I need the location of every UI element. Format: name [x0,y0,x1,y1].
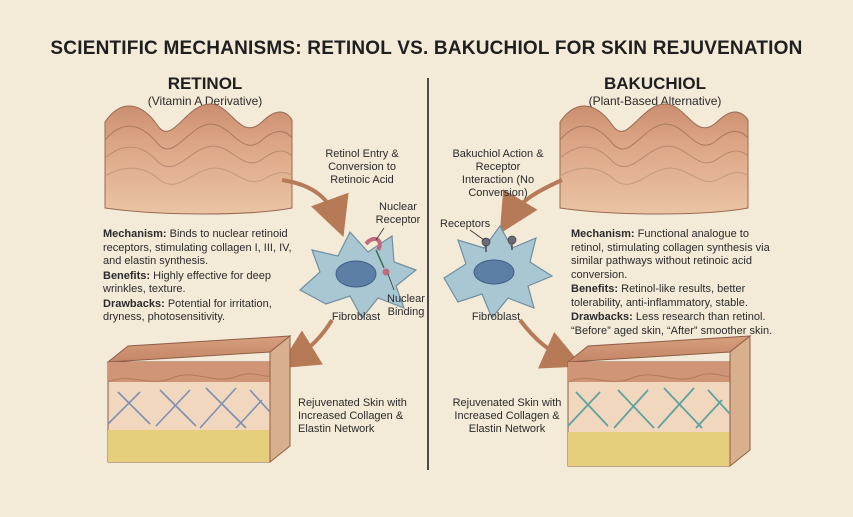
bakuchiol-benefits-term: Benefits: [571,283,618,295]
nuclear-receptor-label: Nuclear Receptor [372,201,424,227]
bakuchiol-rejuvenated-skin-block [568,336,750,466]
bakuchiol-result-arrow [520,320,568,360]
bakuchiol-action-label: Bakuchiol Action & Receptor Interaction … [450,148,546,200]
retinol-benefits-term: Benefits: [103,270,150,282]
retinol-description: Mechanism: Binds to nuclear retinoid rec… [103,228,299,326]
bakuchiol-drawbacks-term: Drawbacks: [571,311,633,323]
retinol-aged-skin-illustration [105,104,292,214]
bakuchiol-aged-skin-illustration [560,104,748,214]
retinol-rejuvenated-skin-block [108,336,290,462]
retinol-mechanism-term: Mechanism: [103,228,167,240]
bakuchiol-mechanism-term: Mechanism: [571,228,635,240]
bakuchiol-fibroblast-label: Fibroblast [466,311,526,324]
retinol-drawbacks-term: Drawbacks: [103,298,165,310]
retinol-entry-label: Retinol Entry & Conversion to Retinoic A… [318,148,406,187]
retinol-result-label: Rejuvenated Skin with Increased Collagen… [298,397,408,436]
bakuchiol-description: Mechanism: Functional analogue to retino… [571,228,777,339]
nuclear-binding-label: Nuclear Binding [382,293,430,319]
bakuchiol-fibroblast-cell [444,226,552,318]
retinol-result-arrow [292,320,332,360]
retinol-fibroblast-label: Fibroblast [326,311,386,324]
bakuchiol-result-label: Rejuvenated Skin with Increased Collagen… [452,397,562,436]
receptors-label: Receptors [440,218,492,231]
